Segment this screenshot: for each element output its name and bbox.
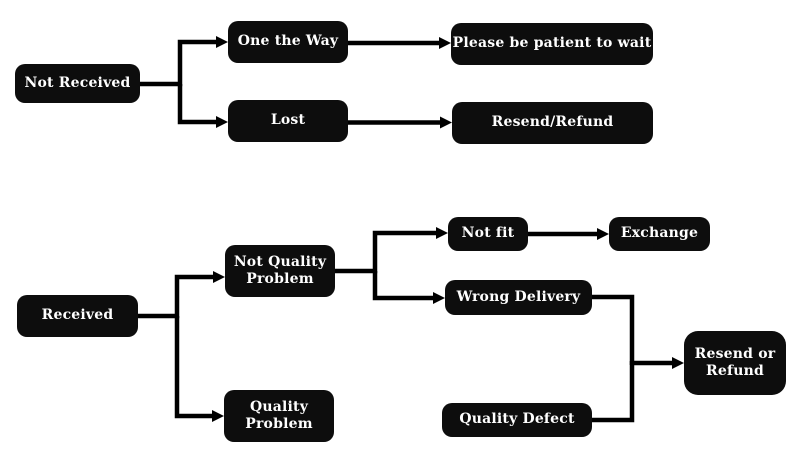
node-quality-defect: Quality Defect bbox=[442, 403, 592, 437]
node-not-quality-problem: Not Quality Problem bbox=[225, 245, 335, 297]
node-not-fit: Not fit bbox=[448, 217, 528, 251]
node-lost: Lost bbox=[228, 100, 348, 142]
node-wrong-delivery: Wrong Delivery bbox=[445, 280, 592, 315]
node-resend-refund: Resend/Refund bbox=[452, 102, 653, 144]
node-one-the-way: One the Way bbox=[228, 21, 348, 63]
node-quality-problem: Quality Problem bbox=[224, 390, 334, 442]
node-resend-or-refund: Resend or Refund bbox=[684, 331, 786, 395]
node-exchange: Exchange bbox=[609, 217, 710, 251]
node-received: Received bbox=[17, 295, 138, 337]
node-please-be-patient: Please be patient to wait bbox=[451, 23, 653, 65]
node-not-received: Not Received bbox=[15, 64, 140, 103]
